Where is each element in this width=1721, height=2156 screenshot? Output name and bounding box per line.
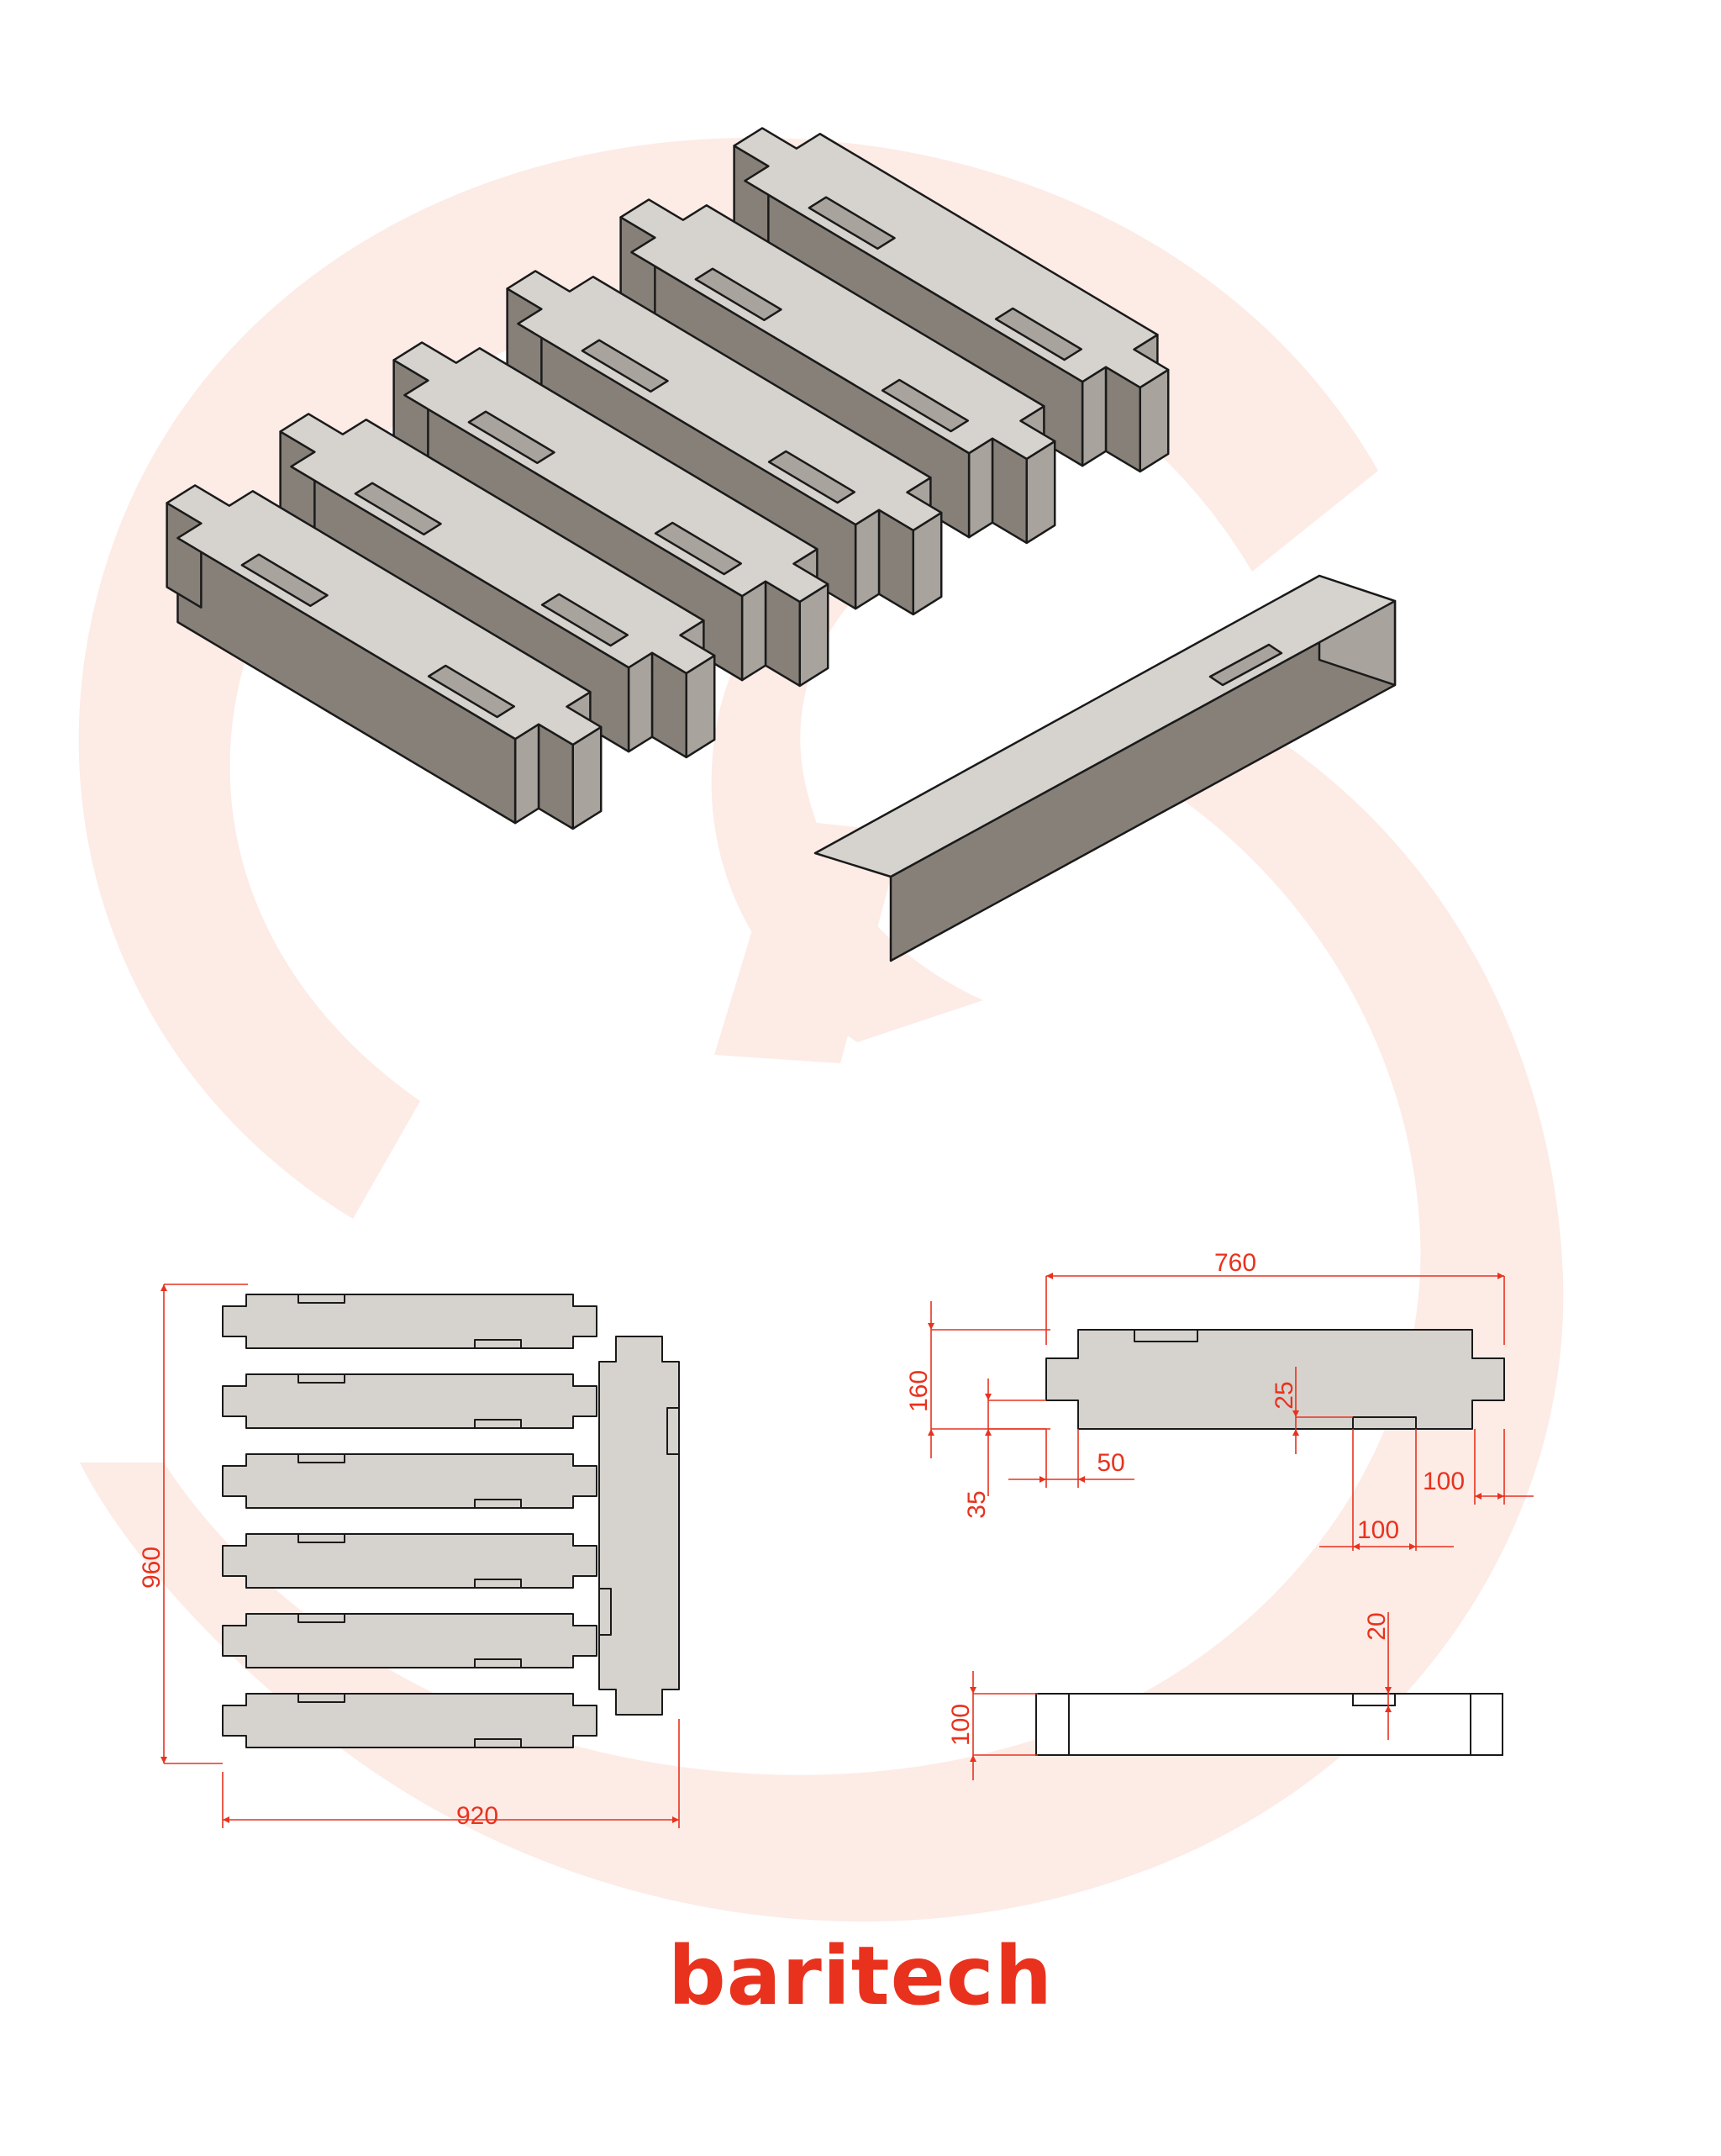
plank-slot [540,593,629,647]
dim-slot-depth: 20 [1363,1612,1391,1640]
dim-arrow [1353,1543,1360,1550]
plank-top [279,413,716,675]
plank-detail-view [1045,1329,1505,1430]
top-plank-1 [222,1294,597,1349]
plank-slot [240,553,329,608]
top-slot [297,1373,345,1384]
dim-slot-offset: 25 [1271,1381,1298,1409]
dim-arrow [985,1394,992,1400]
dim-arrow [161,1284,167,1291]
plank-slot [694,267,782,322]
dim-overall-height: 960 [138,1547,166,1589]
top-cross-beam [598,1336,680,1716]
dim-arrow [223,1816,229,1823]
top-plank-6 [222,1693,597,1748]
top-slot [297,1693,345,1703]
side-slot [1352,1693,1396,1706]
dim-thickness: 100 [947,1704,975,1746]
plank-side-view [1035,1693,1503,1756]
dim-arrow [1292,1410,1299,1417]
dim-plank-width: 160 [905,1370,933,1412]
plank-face [513,723,540,825]
dim-arrow [1409,1543,1416,1550]
dim-arrow [985,1429,992,1436]
top-slot [297,1533,345,1543]
dim-arrow [161,1757,167,1763]
plank-face [740,580,767,682]
plank-slot [467,410,555,465]
dim-notch-depth: 35 [963,1490,991,1518]
cross-beam-top [813,574,1397,878]
iso-plank-1 [166,484,603,830]
dimension-labels: 960 920 760 160 35 50 25 100 100 100 20 [138,1249,1465,1830]
side-outline [1035,1693,1503,1756]
plank-top [166,484,603,746]
dim-arrow [1497,1273,1504,1279]
brand-name: baritech [668,1929,1053,2023]
top-slot [297,1453,345,1463]
dim-arrow [928,1323,934,1330]
top-plank-2 [222,1373,597,1429]
plank-slot-top [1134,1329,1198,1342]
brand-logo: baritech [0,1929,1721,2023]
dim-arrow [1078,1476,1085,1483]
dim-plank-length: 760 [1214,1249,1256,1277]
dim-arrow [1475,1493,1482,1500]
plank-slot [808,196,896,250]
plank-top [506,270,943,532]
plank-top [392,341,829,604]
dim-arrow [1292,1429,1299,1436]
dimension-lines [161,1273,1534,1828]
top-slot [474,1579,522,1589]
plank-top [733,127,1170,389]
plank-face [967,437,994,539]
plank-slot [767,450,855,504]
dim-slot-length: 100 [1357,1516,1399,1544]
plank-face [627,651,654,753]
top-slot [474,1658,522,1668]
plank-slot [994,307,1082,361]
top-plan-view [222,1294,680,1748]
plank-slot-bottom [1352,1416,1417,1430]
dim-arrow [970,1755,976,1762]
top-slot [474,1339,522,1349]
top-slot [474,1419,522,1429]
plank-slot [654,521,742,576]
dim-arrow [1046,1273,1053,1279]
plank-slot [427,664,515,719]
dim-arrow [928,1429,934,1436]
top-slot [598,1588,612,1636]
dim-notch-length: 50 [1097,1449,1124,1477]
top-slot [474,1499,522,1509]
iso-plank-5 [619,198,1056,545]
top-plank-3 [222,1453,597,1509]
dim-arrow [672,1816,679,1823]
iso-cross-beam [813,574,1397,962]
plank-slot [581,339,669,393]
top-plank-4 [222,1533,597,1589]
dim-overall-width: 920 [456,1802,498,1830]
isometric-pallet-view [166,127,1397,962]
plank-slot [881,378,969,433]
top-plank-5 [222,1613,597,1668]
dim-arrow [970,1687,976,1694]
dim-end-offset: 100 [1423,1468,1465,1495]
plank-face [1081,366,1108,467]
cross-beam-slot [1208,643,1283,687]
top-slot [666,1407,680,1455]
plank-top [619,198,1056,461]
plank-outline [1045,1329,1505,1430]
top-slot [297,1613,345,1623]
dim-arrow [1497,1493,1504,1500]
top-slot [297,1294,345,1304]
dim-arrow [1385,1687,1392,1694]
dim-arrow [1039,1476,1046,1483]
dim-arrow [1385,1705,1392,1712]
top-slot [474,1738,522,1748]
plank-slot [354,482,442,536]
plank-face [854,509,881,610]
